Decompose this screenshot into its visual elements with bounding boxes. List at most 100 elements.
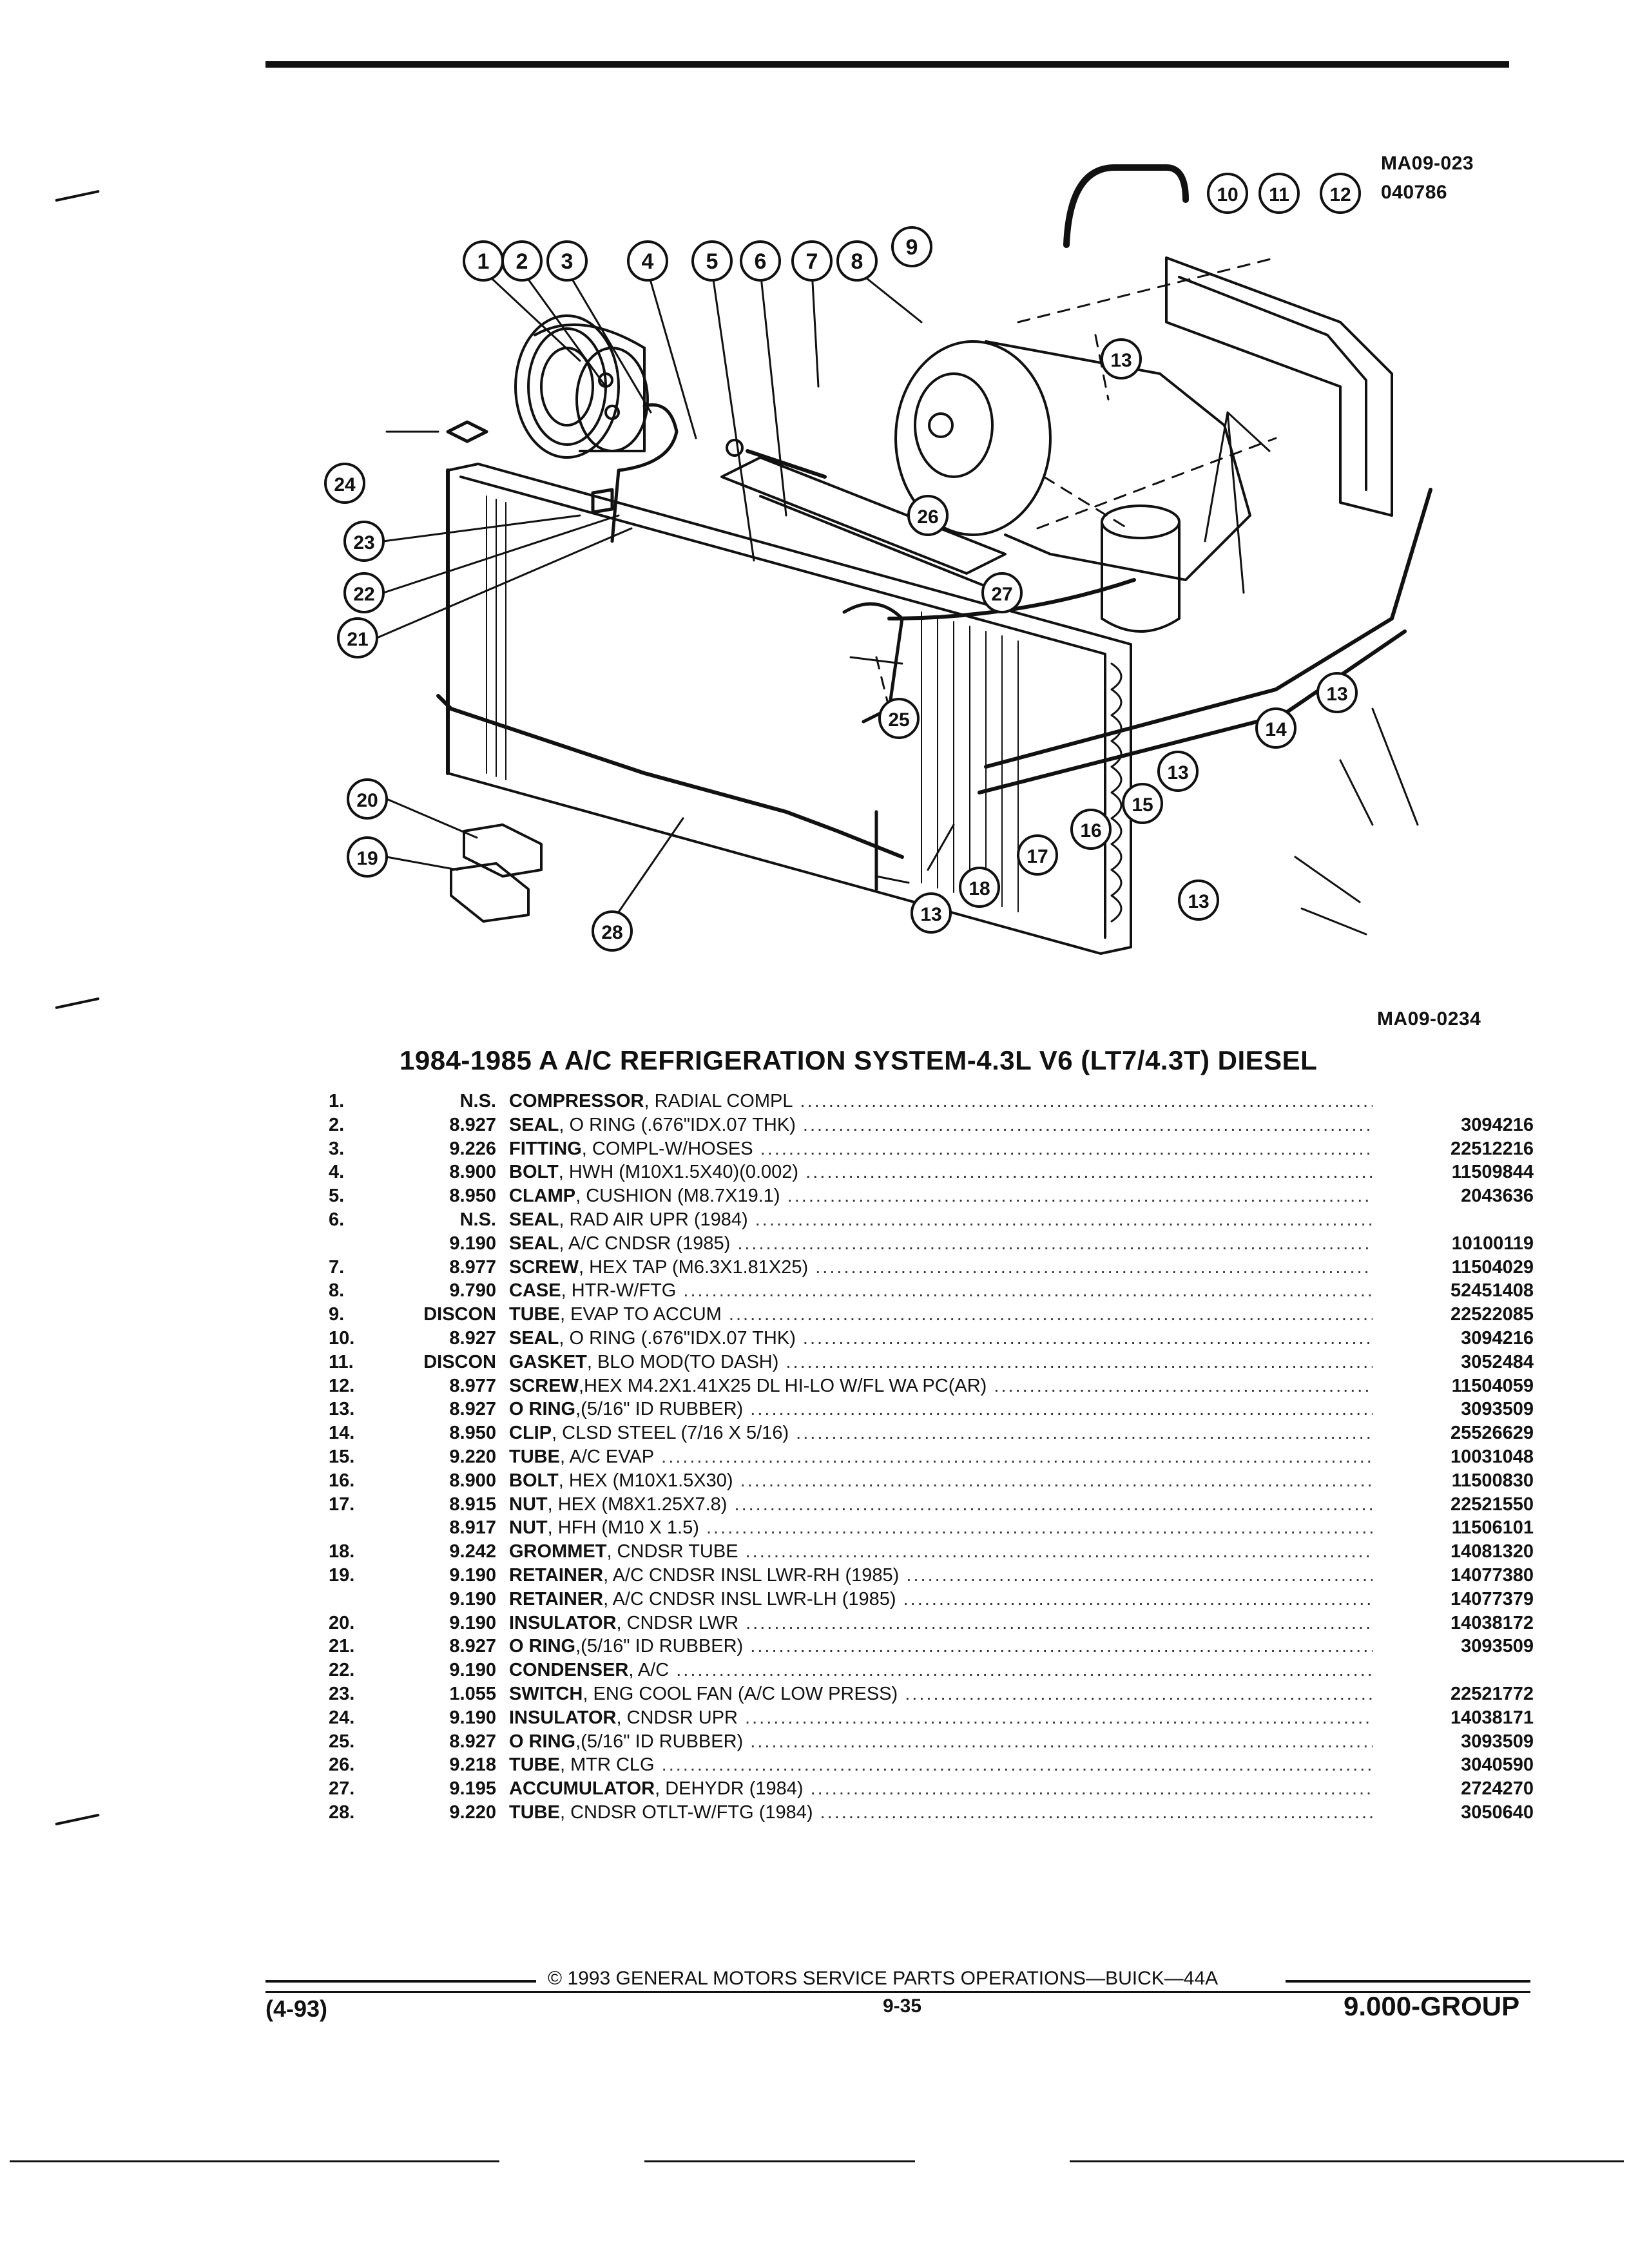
part-number: 22521772: [1450, 1683, 1534, 1704]
leader-dots: ........................................…: [750, 1399, 1373, 1420]
callout-14: 14: [1255, 707, 1296, 749]
svg-text:1: 1: [477, 249, 490, 274]
leader-dots: ........................................…: [740, 1470, 1373, 1491]
part-group-ref: 9.190: [449, 1612, 496, 1633]
part-item-number: 25.: [329, 1731, 355, 1752]
part-detail: , HEX (M10X1.5X30): [558, 1470, 733, 1491]
leader-dots: ........................................…: [903, 1588, 1373, 1610]
part-name: GROMMET: [509, 1541, 607, 1562]
leader-dots: ........................................…: [737, 1233, 1373, 1254]
part-group-ref: 9.242: [449, 1541, 496, 1562]
callout-19: 19: [347, 836, 388, 878]
callout-2: 2: [501, 240, 543, 282]
scan-line: [1070, 2160, 1624, 2162]
gasket-drawing: [1165, 256, 1393, 517]
svg-text:13: 13: [920, 904, 941, 925]
part-name: SCREW: [509, 1375, 579, 1396]
callout-17: 17: [1017, 834, 1058, 876]
part-item-number: 2.: [329, 1114, 345, 1135]
part-number: 11509844: [1451, 1162, 1534, 1183]
part-item-number: 15.: [329, 1446, 355, 1467]
part-name: TUBE: [509, 1802, 560, 1823]
part-name: SEAL: [509, 1114, 559, 1135]
part-detail: , HEX TAP (M6.3X1.81X25): [578, 1256, 809, 1278]
part-item-number: 12.: [329, 1375, 355, 1396]
part-description: BOLT, HWH (M10X1.5X40)(0.002) ..........…: [509, 1162, 1373, 1183]
svg-text:15: 15: [1132, 794, 1153, 816]
part-detail: , HWH (M10X1.5X40)(0.002): [558, 1162, 799, 1183]
scan-line: [10, 2160, 499, 2162]
part-name: BOLT: [509, 1470, 559, 1491]
part-description: SCREW,HEX M4.2X1.41X25 DL HI-LO W/FL WA …: [509, 1376, 1373, 1397]
svg-text:13: 13: [1167, 762, 1188, 783]
svg-text:18: 18: [969, 878, 990, 899]
svg-text:4: 4: [642, 249, 654, 274]
part-item-number: 11.: [329, 1351, 354, 1372]
leader-dots: ........................................…: [760, 1138, 1373, 1159]
part-detail: , CNDSR LWR: [616, 1612, 739, 1633]
part-row: 25. 8.927 O RING,(5/16" ID RUBBER) .......…: [329, 1731, 1534, 1755]
condenser-outlet-tube-drawing: [436, 694, 904, 859]
part-group-ref: 8.977: [449, 1375, 496, 1396]
svg-text:28: 28: [601, 922, 622, 943]
svg-text:3: 3: [561, 249, 574, 274]
part-number: 14038171: [1450, 1707, 1534, 1728]
part-group-ref: 8.915: [449, 1494, 496, 1515]
part-item-number: 19.: [329, 1564, 355, 1586]
part-item-number: 13.: [329, 1399, 355, 1420]
part-description: RETAINER, A/C CNDSR INSL LWR-LH (1985) .…: [509, 1589, 1373, 1610]
part-name: TUBE: [509, 1754, 560, 1776]
part-detail: , A/C: [628, 1660, 670, 1681]
leader-dots: ........................................…: [905, 1683, 1373, 1704]
part-detail: , CNDSR UPR: [616, 1707, 738, 1728]
part-group-ref: 9.220: [449, 1802, 496, 1823]
leader-dots: ........................................…: [745, 1707, 1373, 1728]
part-item-number: 18.: [329, 1541, 355, 1562]
part-group-ref: 9.195: [449, 1778, 496, 1800]
part-group-ref: 8.950: [449, 1423, 496, 1444]
part-number: 3094216: [1461, 1327, 1534, 1349]
part-description: O RING,(5/16" ID RUBBER) ...............…: [509, 1636, 1373, 1657]
exploded-parts-diagram: 1 2 3 4 5 6 7 8 9 10 11 12 13 13 13 13 1…: [324, 164, 1432, 955]
part-item-number: 26.: [329, 1754, 355, 1776]
leader-dots: ........................................…: [815, 1256, 1373, 1278]
svg-text:19: 19: [356, 848, 378, 869]
part-group-ref: 9.226: [449, 1138, 496, 1159]
callout-13: 13: [1101, 338, 1142, 380]
part-description: ACCUMULATOR, DEHYDR (1984) .............…: [509, 1778, 1373, 1800]
part-description: INSULATOR, CNDSR LWR ...................…: [509, 1613, 1373, 1634]
part-detail: , HEX (M8X1.25X7.8): [547, 1494, 728, 1515]
part-detail: , RAD AIR UPR (1984): [559, 1209, 748, 1230]
part-description: SEAL, O RING (.676"IDX.07 THK) .........…: [509, 1328, 1373, 1349]
callout-1: 1: [463, 240, 504, 282]
accumulator-drawing: [1101, 505, 1181, 633]
leader-dots: ........................................…: [802, 1327, 1373, 1349]
callout-27: 27: [981, 572, 1023, 613]
part-group-ref: 8.927: [449, 1731, 496, 1752]
svg-text:25: 25: [888, 709, 909, 731]
part-item-number: 5.: [329, 1186, 345, 1207]
leader-dots: ........................................…: [810, 1778, 1373, 1800]
callout-8: 8: [836, 240, 878, 282]
condenser-drawing: [446, 463, 1132, 955]
svg-text:7: 7: [806, 249, 818, 274]
part-number: 14081320: [1450, 1541, 1534, 1562]
callout-11: 11: [1258, 173, 1300, 214]
part-detail: , ENG COOL FAN (A/C LOW PRESS): [583, 1683, 898, 1704]
part-number: 11500830: [1451, 1470, 1534, 1491]
callout-7: 7: [791, 240, 833, 282]
part-description: O RING,(5/16" ID RUBBER) ...............…: [509, 1731, 1373, 1753]
part-group-ref: 8.900: [449, 1470, 496, 1491]
part-number: 3094216: [1461, 1114, 1534, 1135]
part-group-ref: 8.917: [449, 1517, 496, 1539]
compressor-drawing: [514, 314, 649, 459]
